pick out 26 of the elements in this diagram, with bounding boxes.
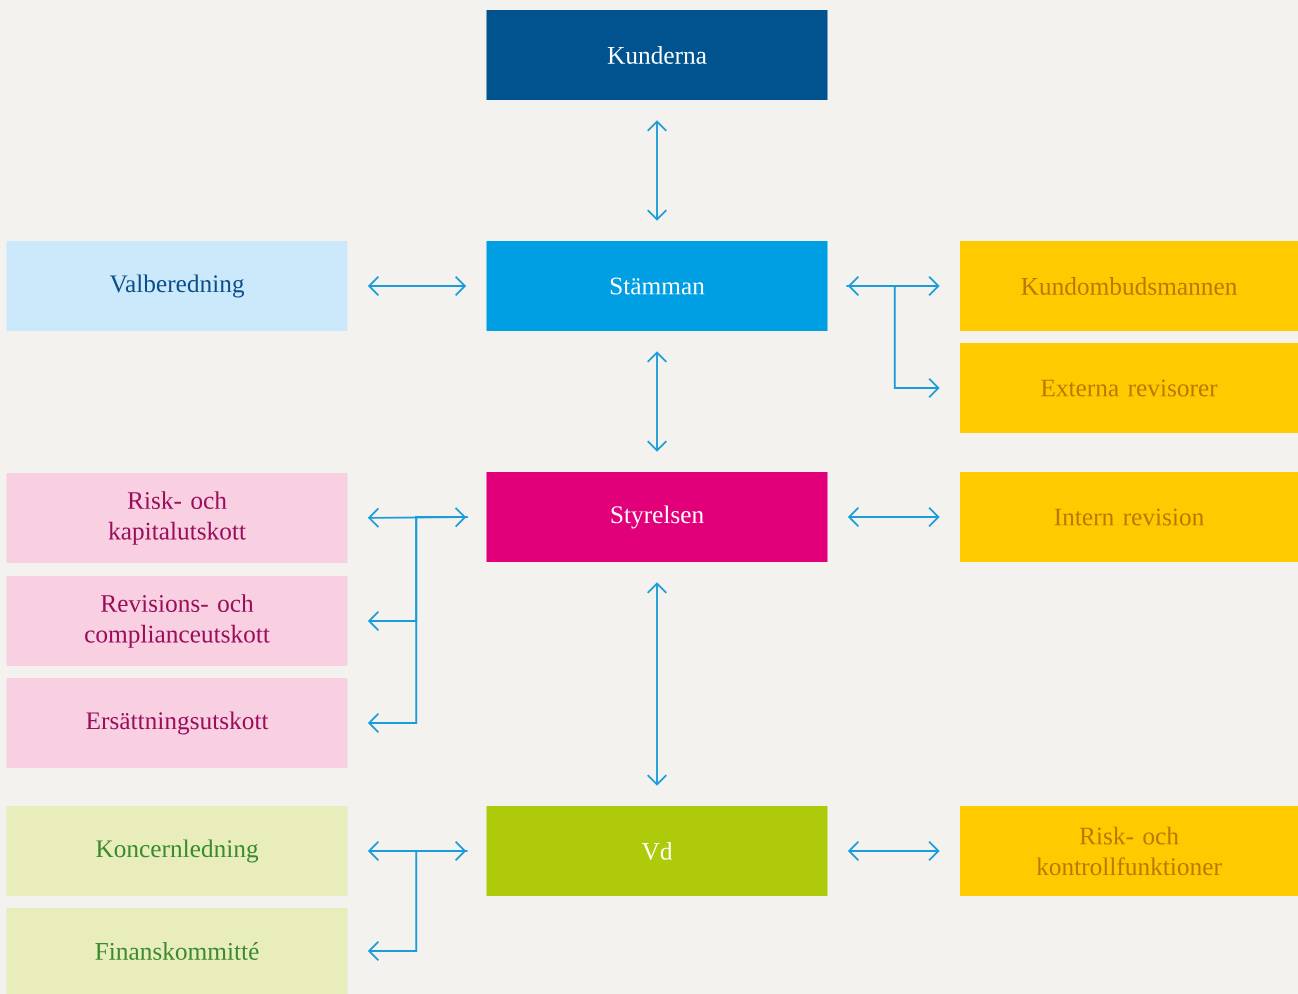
org-box: Styrelsen xyxy=(486,472,828,562)
arrow xyxy=(847,840,940,862)
arrow xyxy=(646,351,668,452)
org-box: Externa revisorer xyxy=(960,343,1298,433)
arrow xyxy=(367,275,467,297)
org-box: Kunderna xyxy=(486,10,828,100)
org-box: Vd xyxy=(486,806,828,896)
org-box: Koncernledning xyxy=(6,806,348,896)
org-box: Risk- och kontrollfunktioner xyxy=(960,806,1298,896)
org-box: Stämman xyxy=(486,241,828,331)
org-box: Risk- och kapitalutskott xyxy=(6,473,348,563)
org-box: Kundombudsmannen xyxy=(960,241,1298,331)
arrow xyxy=(646,120,668,221)
arrow xyxy=(367,516,469,734)
org-box: Intern revision xyxy=(960,472,1298,562)
arrow xyxy=(845,285,940,399)
org-box: Ersättningsutskott xyxy=(6,678,348,768)
org-box: Revisions- och complianceutskott xyxy=(6,576,348,666)
arrow xyxy=(847,275,940,297)
arrow xyxy=(847,506,940,528)
org-box: Valberedning xyxy=(6,241,348,331)
arrow xyxy=(367,840,467,862)
arrow xyxy=(367,506,467,529)
arrow xyxy=(646,582,668,786)
org-box: Finanskommitté xyxy=(6,908,348,994)
arrow xyxy=(367,850,469,962)
